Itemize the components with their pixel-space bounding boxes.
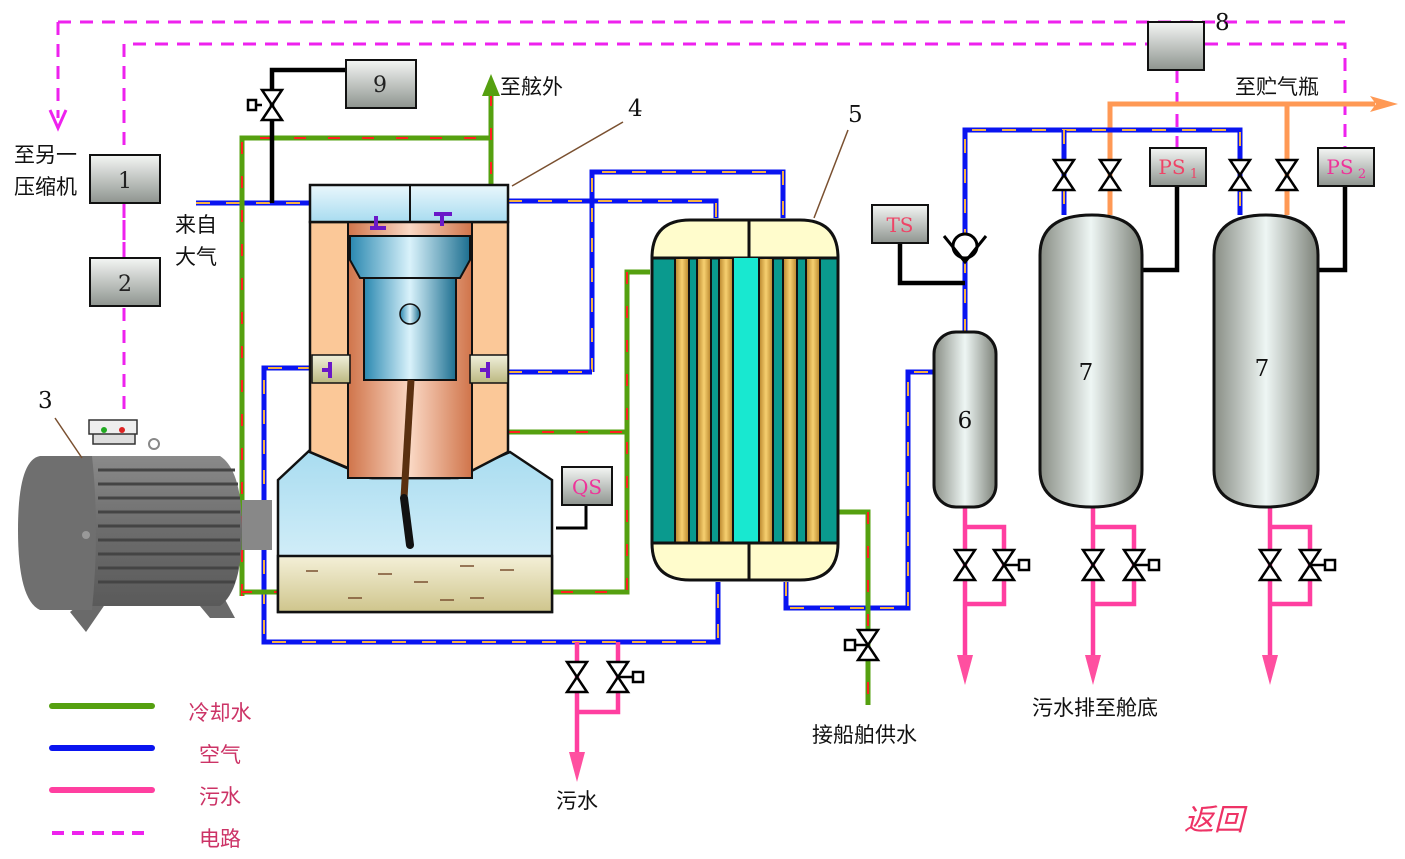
tank1-out-valve[interactable] — [1097, 158, 1123, 192]
component-label-3: 3 — [38, 388, 53, 414]
tank1-drain-valve[interactable] — [1080, 548, 1106, 582]
return-button[interactable]: 返回 — [1184, 803, 1248, 838]
cooler-drain-valve[interactable] — [564, 660, 590, 694]
label-ship-water-supply: 接船舶供水 — [812, 723, 917, 747]
arrow-up-icon — [482, 74, 500, 96]
intake-solenoid-valve[interactable] — [246, 88, 285, 122]
oil-water-separator: 6 — [932, 330, 998, 509]
svg-text:电路: 电路 — [199, 827, 241, 851]
label-from-atmosphere-1: 来自 — [175, 213, 217, 237]
air-lines — [196, 127, 1243, 645]
electric-motor: 3 — [18, 388, 272, 632]
pressure-switch-ps1: PS 1 — [1149, 147, 1207, 187]
svg-text:冷却水: 冷却水 — [189, 701, 252, 725]
label-sewage-to-bilge: 污水排至舱底 — [1032, 696, 1158, 720]
svg-text:1: 1 — [118, 169, 132, 194]
check-valve — [942, 232, 988, 265]
legend-item-sewage: 污水 — [49, 785, 241, 809]
component-box-8: 8 — [1147, 10, 1230, 71]
component-label-4: 4 — [628, 96, 643, 122]
svg-text:2: 2 — [1358, 167, 1366, 182]
tank1-drain-solenoid-valve[interactable] — [1121, 548, 1161, 582]
legend-item-cooling-water: 冷却水 — [49, 701, 252, 725]
valves — [246, 88, 1337, 694]
component-box-9: 9 — [345, 59, 417, 109]
svg-text:污水: 污水 — [199, 785, 241, 809]
component-label-5: 5 — [848, 102, 863, 128]
component-label-7a: 7 — [1079, 360, 1094, 386]
discharge-valve-icon — [434, 212, 452, 226]
water-supply-solenoid-valve[interactable] — [843, 628, 881, 662]
component-box-2: 2 — [89, 257, 161, 307]
motor-red-light-icon — [119, 427, 125, 433]
arrow-down-icon — [48, 109, 68, 132]
svg-text:TS: TS — [886, 213, 913, 237]
component-label-7b: 7 — [1255, 356, 1270, 382]
svg-text:2: 2 — [118, 272, 132, 297]
air-tank-1: 7 — [1038, 213, 1144, 509]
label-from-atmosphere-2: 大气 — [175, 245, 217, 269]
separator-drain-valve[interactable] — [952, 548, 978, 582]
svg-text:QS: QS — [572, 475, 602, 499]
arrow-right-icon — [1370, 96, 1398, 112]
svg-text:8: 8 — [1215, 10, 1230, 36]
label-sewage: 污水 — [556, 789, 598, 813]
tank1-air-valve[interactable] — [1051, 158, 1077, 192]
label-to-air-bottle: 至贮气瓶 — [1235, 75, 1319, 99]
legend-item-air: 空气 — [49, 743, 241, 767]
pressure-switch-ps2: PS 2 — [1317, 147, 1375, 187]
label-to-other-compressor-2: 压缩机 — [14, 175, 77, 199]
svg-text:空气: 空气 — [199, 743, 241, 767]
legend-item-electric: 电路 — [52, 827, 241, 851]
component-label-6: 6 — [958, 408, 973, 434]
label-to-overboard: 至舷外 — [500, 75, 563, 99]
sewage-lines — [569, 507, 1313, 782]
component-box-1: 1 — [89, 154, 161, 204]
legend: 冷却水 空气 污水 电路 — [49, 701, 252, 851]
temperature-switch-ts: TS — [871, 204, 929, 244]
air-tank-2: 7 — [1212, 213, 1320, 509]
tank2-out-valve[interactable] — [1274, 158, 1300, 192]
svg-text:9: 9 — [373, 73, 387, 98]
suction-valve-icon — [370, 216, 386, 230]
air-cooler: 5 — [650, 102, 863, 582]
svg-text:PS: PS — [1158, 155, 1185, 179]
svg-text:1: 1 — [1190, 167, 1198, 182]
control-lines — [269, 67, 1348, 530]
label-to-other-compressor-1: 至另一 — [14, 143, 77, 167]
tank2-drain-valve[interactable] — [1257, 548, 1283, 582]
tank2-drain-solenoid-valve[interactable] — [1297, 548, 1337, 582]
separator-drain-solenoid-valve[interactable] — [991, 548, 1031, 582]
oil-pressure-switch-qs: QS — [561, 466, 613, 506]
motor-green-light-icon — [101, 427, 107, 433]
cooler-drain-solenoid-valve[interactable] — [605, 660, 645, 694]
svg-text:PS: PS — [1326, 155, 1353, 179]
tank2-air-valve[interactable] — [1227, 158, 1253, 192]
compressor: 4 — [276, 96, 643, 614]
